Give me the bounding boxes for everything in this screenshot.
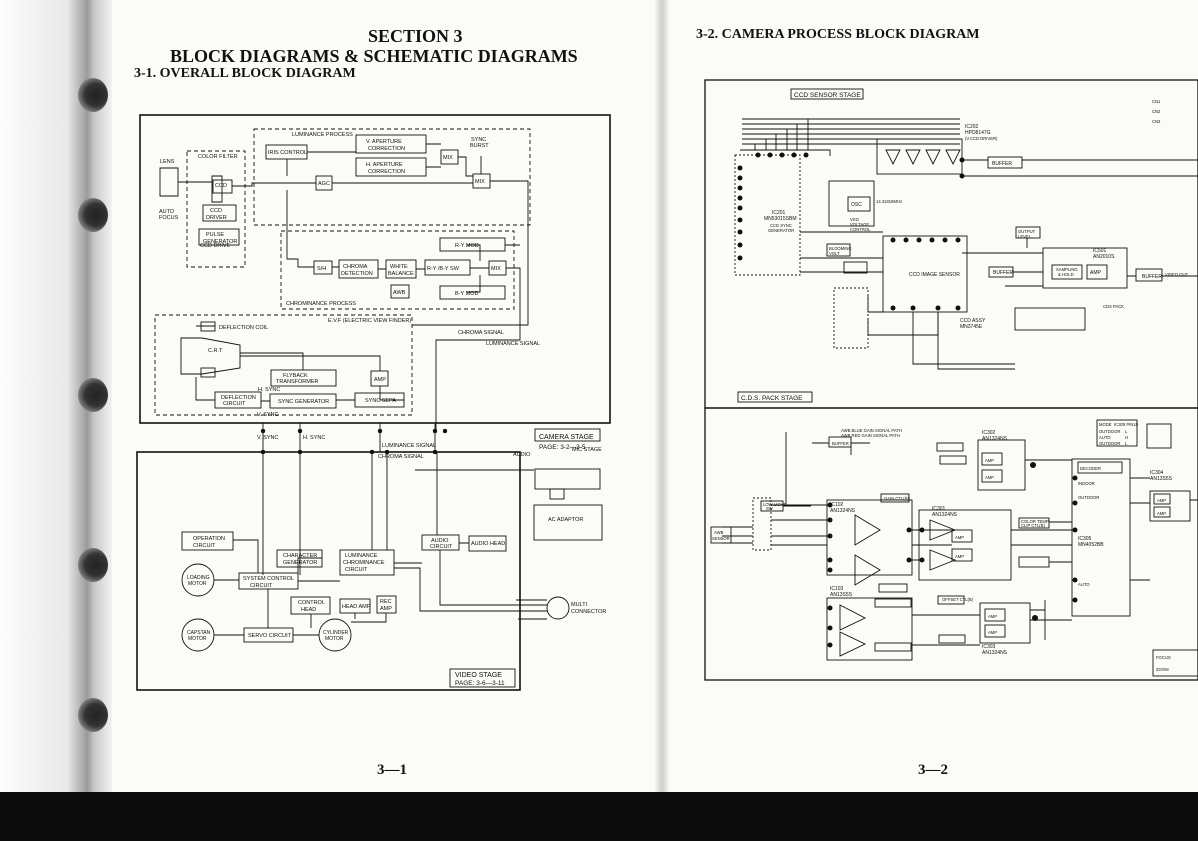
ccd-assy-label-2: MN3745E	[960, 324, 983, 330]
buffer-label: BUFFER	[992, 161, 1012, 167]
mode-table-row-3: OUTDOOR	[1099, 441, 1120, 446]
focus-label: FOCUS	[1156, 655, 1171, 660]
amp-label: AMP	[1157, 511, 1166, 516]
osc-frequency-label: 14.31818MHz	[876, 199, 902, 204]
awb-sensor-label-1: AWB	[714, 530, 724, 535]
ic102-label-2: AN1324NS	[830, 508, 856, 514]
buffer-label: BUFFER	[993, 270, 1013, 276]
ic303-label-2: AN1324NS	[982, 650, 1008, 656]
sampling-hold-label-2: & HOLD	[1058, 272, 1074, 277]
gain-ctl-label: GAIN CTL(B)	[884, 496, 909, 501]
amp-label: AMP	[985, 475, 994, 480]
zoom-label: ZOOM	[1156, 667, 1169, 672]
connector-label: CN1	[1152, 99, 1161, 104]
ic201-label-2: MN53015SBM	[764, 216, 797, 222]
ic201-label-4: GENERATOR	[768, 228, 794, 233]
color-temp-label-2: CLIP CTL(B)	[1021, 523, 1045, 528]
auto-label: AUTO	[1078, 582, 1090, 587]
awb-sensor-label-2: SENSOR	[712, 536, 730, 541]
amp-label: AMP	[1090, 270, 1102, 276]
ic304-label-2: AN13S5S	[1150, 476, 1173, 482]
ccd-sensor-stage-label: CCD SENSOR STAGE	[794, 92, 861, 99]
low-light-label-2: SW	[766, 506, 773, 511]
ic302-label-2: AN1324NS	[982, 436, 1008, 442]
amp-label: AMP	[988, 630, 997, 635]
ic305-label-2: MN4052BB	[1078, 542, 1104, 548]
mode-table-value-2: H	[1125, 435, 1128, 440]
output-level-label-2: LEVEL	[1018, 234, 1032, 239]
osc-label: OSC	[851, 202, 862, 208]
ic202-label-3: (V.CCD DRIVER)	[965, 136, 998, 141]
mode-table-head-2: IC305 PIN10	[1114, 422, 1139, 427]
mode-table-head-1: MODE	[1099, 422, 1112, 427]
amp-label: AMP	[955, 554, 964, 559]
buffer-label: BUFFER	[832, 441, 849, 446]
blooming-label-2: VOLT	[829, 251, 840, 256]
amp-label: AMP	[985, 458, 994, 463]
awb-path-label-2: AWB RED GAIN SIGNAL PATH	[841, 433, 900, 438]
ccd-image-sensor-label: CCD IMAGE SENSOR	[909, 272, 960, 278]
ic103-label-2: AN13S5S	[830, 592, 853, 598]
offset-ctl-label: OFFSET CTL(B)	[942, 597, 974, 602]
outdoor-label: OUTDOOR	[1078, 495, 1099, 500]
buffer-label: BUFFER	[1142, 274, 1162, 280]
mode-table-row-2: AUTO	[1099, 435, 1111, 440]
video-out-label: VIDEO OUT	[1165, 272, 1188, 277]
ic501-label-2: AN2010S	[1093, 254, 1115, 260]
amp-label: AMP	[988, 614, 997, 619]
mode-table-value-3: L	[1125, 441, 1128, 446]
connector-label: CN3	[1152, 119, 1161, 124]
indoor-label: INDOOR	[1078, 481, 1095, 486]
decoder-label: DECODER	[1080, 466, 1101, 471]
connector-label: CN2	[1152, 109, 1161, 114]
amp-label: AMP	[1157, 498, 1166, 503]
scan-bottom-edge	[0, 792, 1198, 841]
amp-label: AMP	[955, 535, 964, 540]
mode-table-row-1: OUTDOOR	[1099, 429, 1120, 434]
cds-pack-stage-label: C.D.S. PACK STAGE	[741, 395, 803, 402]
mode-table-value-1: L	[1125, 429, 1128, 434]
vco-label-3: CONTROL	[850, 227, 871, 232]
cds-pack-label: CDS PACK	[1103, 304, 1124, 309]
ic301-label-2: AN1324NS	[932, 512, 958, 518]
